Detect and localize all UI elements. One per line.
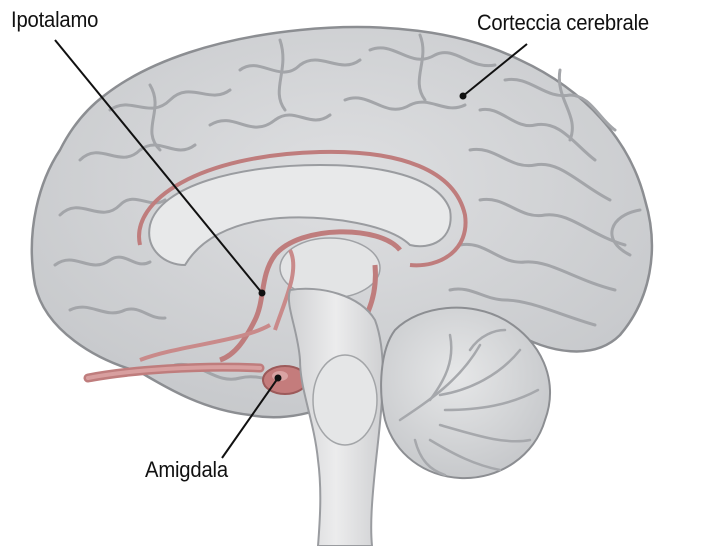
hypothalamus-dot [259, 290, 266, 297]
pons [313, 355, 377, 445]
amygdala-dot [275, 375, 282, 382]
cortex-label: Corteccia cerebrale [477, 10, 649, 36]
hypothalamus-label: Ipotalamo [11, 7, 98, 33]
amygdala-label: Amigdala [145, 457, 228, 483]
cortex-dot [460, 93, 467, 100]
